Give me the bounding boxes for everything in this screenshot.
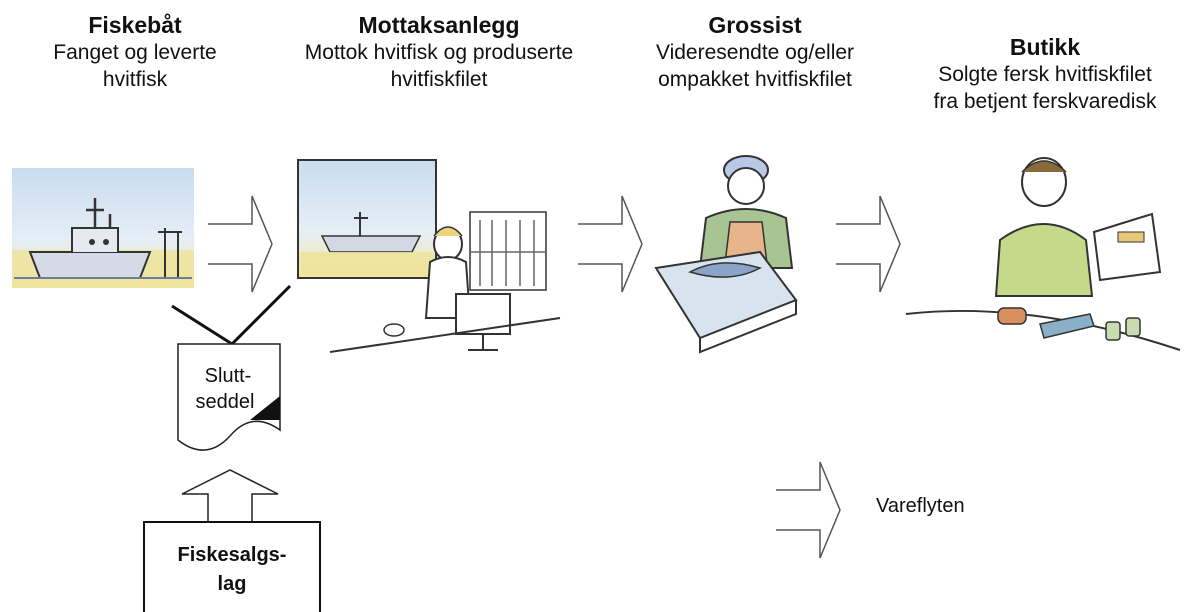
- stage-grossist: Grossist Videresendte og/eller ompakket …: [620, 12, 890, 93]
- legend-flow-arrow: [776, 461, 841, 559]
- stage-description-line: Solgte fersk hvitfiskfilet: [938, 63, 1152, 86]
- office-worker-icon: [297, 159, 561, 353]
- sales-org-box: [143, 521, 321, 612]
- stage-description-line: Videresendte og/eller: [655, 41, 855, 64]
- flow-arrow: [836, 195, 901, 293]
- stage-description-line: hvitfisk: [102, 68, 168, 91]
- flow-arrow: [208, 195, 273, 293]
- stage-title: Fiskebåt: [88, 12, 182, 38]
- stage-description: Videresendte og/eller ompakket hvitfiskf…: [620, 39, 890, 93]
- stage-description-line: Fanget og leverte: [53, 41, 217, 64]
- stage-description-line: fra betjent ferskvaredisk: [933, 90, 1157, 113]
- flow-arrow: [578, 195, 643, 293]
- document-label-line2: seddel: [196, 391, 255, 413]
- fish-packer-icon: [654, 155, 798, 354]
- stage-description: Mottok hvitfisk og produserte hvitfiskfi…: [268, 39, 610, 93]
- connector-lines: [171, 284, 292, 346]
- stage-description: Fanget og leverte hvitfisk: [20, 39, 250, 93]
- stage-mottaksanlegg: Mottaksanlegg Mottok hvitfisk og produse…: [268, 12, 610, 93]
- sales-org-label-line2: lag: [218, 573, 247, 595]
- stage-description-line: hvitfiskfilet: [390, 68, 488, 91]
- sales-org-label-line1: Fiskesalgs-: [178, 544, 287, 566]
- stage-butikk: Butikk Solgte fersk hvitfiskfilet fra be…: [905, 34, 1185, 115]
- fishing-boat-icon: [12, 168, 194, 288]
- legend-label: Vareflyten: [876, 495, 965, 517]
- document-icon: [177, 343, 281, 451]
- stage-description-line: ompakket hvitfiskfilet: [658, 68, 852, 91]
- stage-fiskebat: Fiskebåt Fanget og leverte hvitfisk: [20, 12, 250, 93]
- report-arrow: [181, 469, 279, 522]
- stage-title: Mottaksanlegg: [358, 12, 520, 38]
- stage-description: Solgte fersk hvitfiskfilet fra betjent f…: [905, 61, 1185, 115]
- stage-title: Butikk: [1009, 34, 1081, 60]
- stage-description-line: Mottok hvitfisk og produserte: [304, 41, 574, 64]
- stage-title: Grossist: [708, 12, 802, 38]
- flow-arrows: [208, 195, 901, 559]
- document-label-line1: Slutt-: [205, 365, 252, 387]
- cashier-icon: [905, 157, 1181, 351]
